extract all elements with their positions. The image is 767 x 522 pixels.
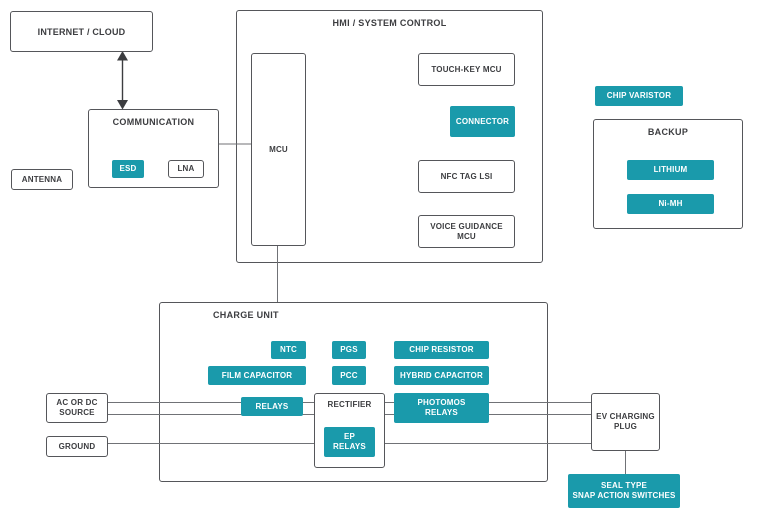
chip-ni-mh: Ni-MH <box>627 194 714 214</box>
node-ground: GROUND <box>46 436 108 457</box>
chip-relays: RELAYS <box>241 397 303 416</box>
node-voice-guidance-mcu: VOICE GUIDANCE MCU <box>418 215 515 248</box>
chip-pcc: PCC <box>332 366 366 385</box>
chip-hybrid-capacitor: HYBRID CAPACITOR <box>394 366 489 385</box>
node-charge-unit-title: CHARGE UNIT <box>213 310 279 320</box>
node-communication-title: COMMUNICATION <box>112 117 195 127</box>
arrow-internet-communication <box>117 51 128 110</box>
chip-resistor: CHIP RESISTOR <box>394 341 489 359</box>
node-ev-charging-plug: EV CHARGING PLUG <box>591 393 660 451</box>
chip-varistor: CHIP VARISTOR <box>595 86 683 106</box>
node-antenna: ANTENNA <box>11 169 73 190</box>
chip-ep-relays: EP RELAYS <box>324 427 375 457</box>
chip-seal-type-snap-action-switches: SEAL TYPE SNAP ACTION SWITCHES <box>568 474 680 508</box>
node-ac-or-dc-source: AC OR DC SOURCE <box>46 393 108 423</box>
chip-esd: ESD <box>112 160 144 178</box>
chip-lithium: LITHIUM <box>627 160 714 180</box>
chip-lna: LNA <box>168 160 204 178</box>
chip-film-capacitor: FILM CAPACITOR <box>208 366 306 385</box>
chip-connector: CONNECTOR <box>450 106 515 137</box>
chip-ntc: NTC <box>271 341 306 359</box>
node-backup-title: BACKUP <box>647 127 689 137</box>
node-hmi-title: HMI / SYSTEM CONTROL <box>332 18 447 28</box>
node-internet-cloud-label: INTERNET / CLOUD <box>37 26 126 37</box>
chip-pgs: PGS <box>332 341 366 359</box>
node-nfc-tag-lsi: NFC TAG LSI <box>418 160 515 193</box>
chip-photomos-relays: PHOTOMOS RELAYS <box>394 393 489 423</box>
node-internet-cloud: INTERNET / CLOUD <box>10 11 153 52</box>
node-touch-key-mcu: TOUCH-KEY MCU <box>418 53 515 86</box>
node-mcu: MCU <box>251 53 306 246</box>
